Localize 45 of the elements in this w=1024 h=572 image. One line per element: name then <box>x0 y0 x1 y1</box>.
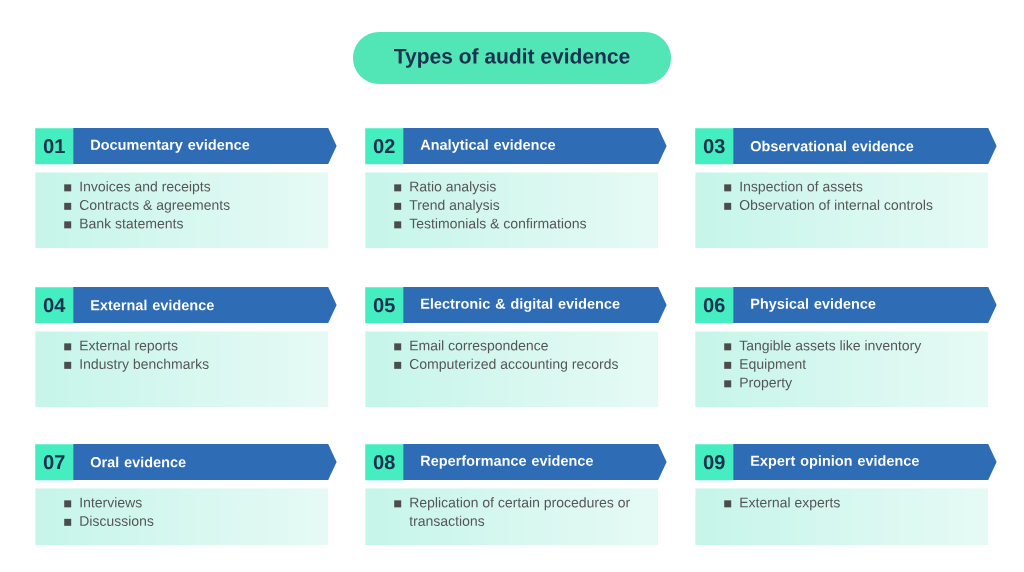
item-box <box>394 181 587 229</box>
number-badge: 02 <box>365 128 404 165</box>
header-banner: Reperformance evidence <box>403 444 667 480</box>
bullet-item: Bank statements <box>64 218 183 229</box>
number-badge: 01 <box>35 128 74 165</box>
title-pill: Types of audit evidence <box>353 32 671 84</box>
header-banner: Electronic & digital evidence <box>403 287 667 323</box>
bullet-item: Inspection of assets <box>724 181 863 195</box>
bullet-item: Observation of internal controls <box>724 199 933 210</box>
number-badge: 08 <box>365 444 404 481</box>
bullet-item: Interviews <box>64 497 142 508</box>
bullet-item: Trend analysis <box>394 199 500 213</box>
item-box <box>64 181 230 229</box>
bullet-item: Tangible assets like inventory <box>724 340 922 354</box>
number-badge: 05 <box>365 287 404 324</box>
bullet-item: Testimonials & confirmations <box>394 218 587 229</box>
bullet-item: Contracts & agreements <box>64 200 230 213</box>
number-badge: 09 <box>695 444 734 481</box>
bullet-item: Discussions <box>64 515 154 526</box>
bullet-item: Property <box>724 377 793 391</box>
bullet-item: Ratio analysis <box>394 181 496 195</box>
bullet-item: Equipment <box>724 358 807 372</box>
bullet-item: Email correspondence <box>394 340 548 354</box>
number-badge: 06 <box>695 287 734 324</box>
header-banner: Observational evidence <box>733 128 997 164</box>
bullet-item: External experts <box>724 497 840 511</box>
header-banner: Expert opinion evidence <box>733 444 997 480</box>
item-box <box>64 497 154 526</box>
header-banner: External evidence <box>73 287 337 323</box>
bullet-item: Invoices and receipts <box>64 181 211 195</box>
item-box <box>64 340 209 372</box>
bullet-item: External reports <box>64 340 178 354</box>
item-box <box>724 340 922 391</box>
bullet-item: Computerized accounting records <box>394 358 618 372</box>
header-banner: Analytical evidence <box>403 128 667 164</box>
header-banner: Physical evidence <box>733 287 997 323</box>
bullet-item: Industry benchmarks <box>64 358 209 372</box>
number-badge: 04 <box>35 287 74 324</box>
number-badge: 03 <box>695 128 734 165</box>
header-banner: Documentary evidence <box>73 128 337 164</box>
item-box <box>724 181 933 210</box>
number-badge: 07 <box>35 444 74 481</box>
bullet-item: Replication of certain procedures or transactions <box>394 497 630 526</box>
header-banner: Oral evidence <box>73 444 337 480</box>
item-box <box>394 340 618 372</box>
